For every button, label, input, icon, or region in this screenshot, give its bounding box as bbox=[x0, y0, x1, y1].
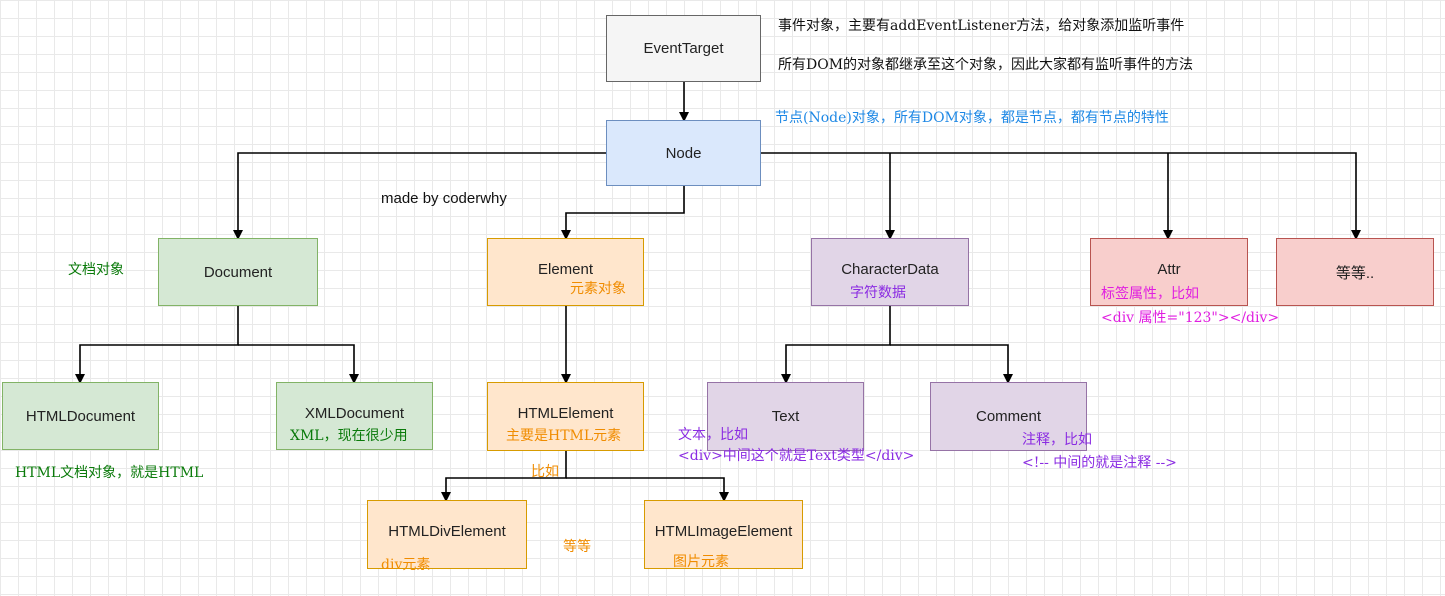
node-label: XMLDocument bbox=[304, 404, 405, 422]
node-label: CharacterData bbox=[841, 260, 939, 278]
node-label: HTMLElement bbox=[517, 405, 614, 422]
edge-characterdata-text bbox=[781, 306, 891, 384]
node-label: EventTarget bbox=[643, 40, 724, 57]
node-etc: 等等.. bbox=[1276, 238, 1434, 306]
node-htmldocument: HTMLDocument bbox=[2, 382, 159, 450]
node-label: Node bbox=[665, 144, 702, 162]
note-eventtarget-line2: 所有DOM的对象都继承至这个对象，因此大家都有监听事件的方法 bbox=[778, 57, 1194, 73]
node-label: Element bbox=[537, 260, 594, 278]
edge-document-children bbox=[75, 306, 239, 384]
edge-htmlelement-div bbox=[441, 451, 567, 502]
note-attr-line2: <div 属性="123"></div> bbox=[1101, 310, 1280, 326]
edge-node-document bbox=[233, 152, 606, 240]
note-text-line2: <div>中间这个就是Text类型</div> bbox=[678, 448, 915, 464]
note-comment-line1: 注释，比如 bbox=[1022, 432, 1092, 448]
edge-htmlelement-image bbox=[566, 477, 729, 502]
node-element: Element bbox=[487, 238, 644, 306]
node-eventtarget: EventTarget bbox=[606, 15, 761, 82]
note-node: 节点(Node)对象，所有DOM对象，都是节点，都有节点的特性 bbox=[775, 110, 1169, 126]
note-attr-line1: 标签属性，比如 bbox=[1101, 286, 1199, 302]
node-characterdata: CharacterData bbox=[811, 238, 969, 306]
node-node: Node bbox=[606, 120, 761, 186]
node-label: 等等.. bbox=[1335, 264, 1375, 282]
node-attr: Attr bbox=[1090, 238, 1248, 306]
node-label: HTMLDocument bbox=[25, 407, 136, 425]
node-xmldocument: XMLDocument bbox=[276, 382, 433, 450]
edge-node-characterdata bbox=[760, 152, 1361, 240]
note-div: div元素 bbox=[381, 557, 431, 573]
note-xmldocument: XML，现在很少用 bbox=[290, 428, 408, 444]
note-etc-children: 等等 bbox=[563, 539, 591, 555]
edge-characterdata-comment bbox=[890, 344, 1013, 384]
node-label: HTMLImageElement bbox=[654, 523, 793, 540]
note-comment-line2: <!-- 中间的就是注释 --> bbox=[1022, 455, 1177, 471]
note-text-line1: 文本，比如 bbox=[678, 427, 748, 443]
edge-document-xml bbox=[238, 344, 359, 384]
node-text: Text bbox=[707, 382, 864, 451]
note-eventtarget-line1: 事件对象，主要有addEventListener方法，给对象添加监听事件 bbox=[778, 18, 1185, 34]
note-characterdata: 字符数据 bbox=[850, 285, 906, 301]
note-image: 图片元素 bbox=[673, 554, 729, 570]
note-made-by: made by coderwhy bbox=[381, 190, 507, 207]
node-label: Text bbox=[771, 408, 800, 425]
note-element: 元素对象 bbox=[570, 281, 626, 297]
node-document: Document bbox=[158, 238, 318, 306]
note-htmlelement: 主要是HTML元素 bbox=[506, 428, 622, 444]
node-comment: Comment bbox=[930, 382, 1087, 451]
node-label: Comment bbox=[975, 408, 1042, 425]
node-label: Document bbox=[203, 263, 273, 281]
node-label: HTMLDivElement bbox=[388, 523, 506, 540]
edge-node-element bbox=[561, 186, 685, 240]
note-document: 文档对象 bbox=[68, 262, 124, 278]
node-htmlelement: HTMLElement bbox=[487, 382, 644, 451]
node-htmldivelement: HTMLDivElement bbox=[367, 500, 527, 569]
note-for-example: 比如 bbox=[531, 464, 559, 480]
node-htmlimageelement: HTMLImageElement bbox=[644, 500, 803, 569]
node-label: Attr bbox=[1157, 260, 1181, 278]
note-htmldocument: HTML文档对象，就是HTML bbox=[15, 465, 204, 481]
